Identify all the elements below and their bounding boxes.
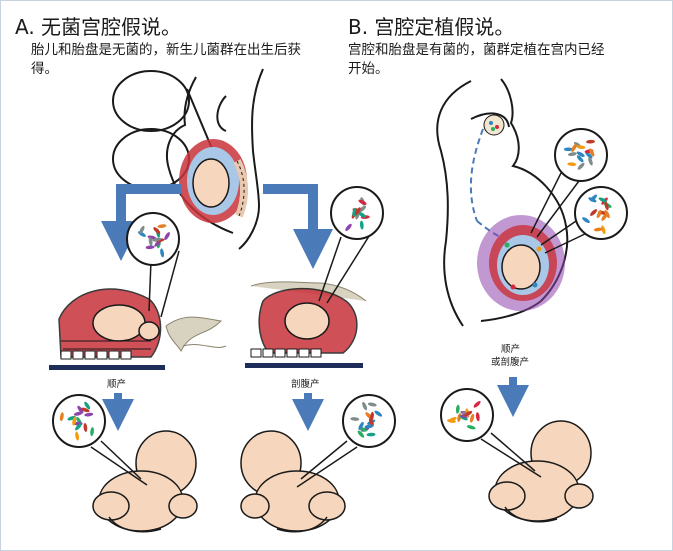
bacterium xyxy=(455,404,460,414)
bacteria-cluster xyxy=(350,401,383,438)
bacterium xyxy=(590,194,598,202)
bacterium xyxy=(604,201,609,211)
bacteria-circle-baby-a-cesarean xyxy=(296,394,396,488)
bacterium xyxy=(470,413,475,423)
panel-a-title: A. 无菌宫腔假说。 xyxy=(15,15,182,39)
bacterium xyxy=(350,417,360,421)
bacterium xyxy=(345,223,352,231)
bacterium xyxy=(598,197,607,203)
bacterium xyxy=(75,423,82,431)
panel-a-womb xyxy=(179,139,248,223)
bacterium xyxy=(571,143,577,152)
bacterium xyxy=(582,217,590,223)
bacteria-circle-a-cesarean xyxy=(318,186,384,304)
bacterium xyxy=(588,156,593,166)
bacteria-circle-baby-b xyxy=(440,388,542,478)
bacterium xyxy=(358,199,367,205)
bacterium xyxy=(601,213,608,221)
bacterium xyxy=(72,416,77,426)
bacteria-cluster xyxy=(345,197,370,231)
bacterium xyxy=(589,148,595,157)
bacterium xyxy=(364,424,374,429)
bacterium xyxy=(157,224,167,228)
bacterium xyxy=(362,401,368,411)
bacterium xyxy=(139,225,145,234)
bacterium xyxy=(366,432,376,437)
bacterium xyxy=(370,411,374,421)
bacterium xyxy=(164,232,170,241)
panel-b-womb xyxy=(477,215,565,311)
bacterium xyxy=(567,162,577,167)
bacterium xyxy=(77,405,84,414)
bacterium xyxy=(359,220,364,230)
label-b-route-line2: 或剖腹产 xyxy=(491,357,530,368)
bacterium xyxy=(84,412,94,417)
newborn-b xyxy=(488,420,594,523)
bacteria-circle-baby-a-vaginal xyxy=(52,394,148,486)
bacterium xyxy=(358,211,366,218)
cesarean-birth-scene xyxy=(245,281,367,368)
bacteria-cluster xyxy=(582,194,612,235)
bacterium xyxy=(601,225,606,235)
bacterium xyxy=(567,152,577,157)
bacterium xyxy=(160,248,165,258)
bacterium xyxy=(75,431,80,441)
bacterium xyxy=(464,411,473,417)
bacteria-cluster xyxy=(563,139,595,170)
arrow-to-vaginal xyxy=(101,184,181,261)
bacterium xyxy=(576,155,584,163)
vaginal-birth-scene xyxy=(49,288,227,370)
bacterium xyxy=(145,245,155,250)
bacteria-cluster xyxy=(59,401,94,441)
bacterium xyxy=(84,401,91,410)
bacterium xyxy=(355,207,361,216)
bacterium xyxy=(576,145,586,149)
bacterium xyxy=(83,423,88,432)
bacteria-cluster xyxy=(137,224,170,258)
bacteria-circle-b-amniotic xyxy=(540,186,628,254)
bacterium xyxy=(67,415,76,421)
bacterium xyxy=(357,430,365,438)
bacterium xyxy=(153,227,161,234)
bacterium xyxy=(576,151,585,158)
bacterium xyxy=(59,412,64,422)
bacterium xyxy=(367,402,377,407)
bacterium xyxy=(81,407,90,413)
label-vaginal-birth: 顺产 xyxy=(107,379,127,390)
newborn-a-vaginal xyxy=(92,430,198,533)
bacterium xyxy=(475,412,480,422)
bacteria-circle-a-vaginal xyxy=(126,212,180,318)
newborn-a-cesarean xyxy=(240,430,346,533)
bacterium xyxy=(466,425,476,430)
panel-a-description: 胎儿和胎盘是无菌的，新生儿菌群在出生后获得。 xyxy=(31,42,301,77)
bacterium xyxy=(148,237,153,246)
arrow-to-cesarean xyxy=(263,184,333,269)
bacterium xyxy=(585,151,593,159)
bacteria-circle-b-placenta xyxy=(530,128,608,238)
bacterium xyxy=(590,209,598,216)
bacterium xyxy=(596,209,602,219)
bacterium xyxy=(577,162,585,170)
label-cesarean-birth: 剖腹产 xyxy=(291,379,320,390)
bacterium xyxy=(73,411,83,416)
panel-b-title: B. 宫腔定植假说。 xyxy=(348,15,515,39)
bacterium xyxy=(593,227,603,232)
bacterium xyxy=(448,417,457,422)
bacterium xyxy=(358,205,367,213)
panel-b-description: 宫腔和胎盘是有菌的，菌群定植在宫内已经开始。 xyxy=(348,42,605,77)
panel-b-gut-to-womb-path xyxy=(469,114,505,238)
bacteria-cluster xyxy=(447,400,481,430)
bacterium xyxy=(586,139,595,144)
label-b-route-line1: 顺产 xyxy=(501,344,521,355)
bacterium xyxy=(368,418,374,427)
bacterium xyxy=(152,237,162,242)
bacterium xyxy=(563,147,573,152)
bacterium xyxy=(473,400,481,408)
bacterium xyxy=(90,427,94,437)
bacterium xyxy=(358,421,364,430)
bacterium xyxy=(374,410,383,417)
